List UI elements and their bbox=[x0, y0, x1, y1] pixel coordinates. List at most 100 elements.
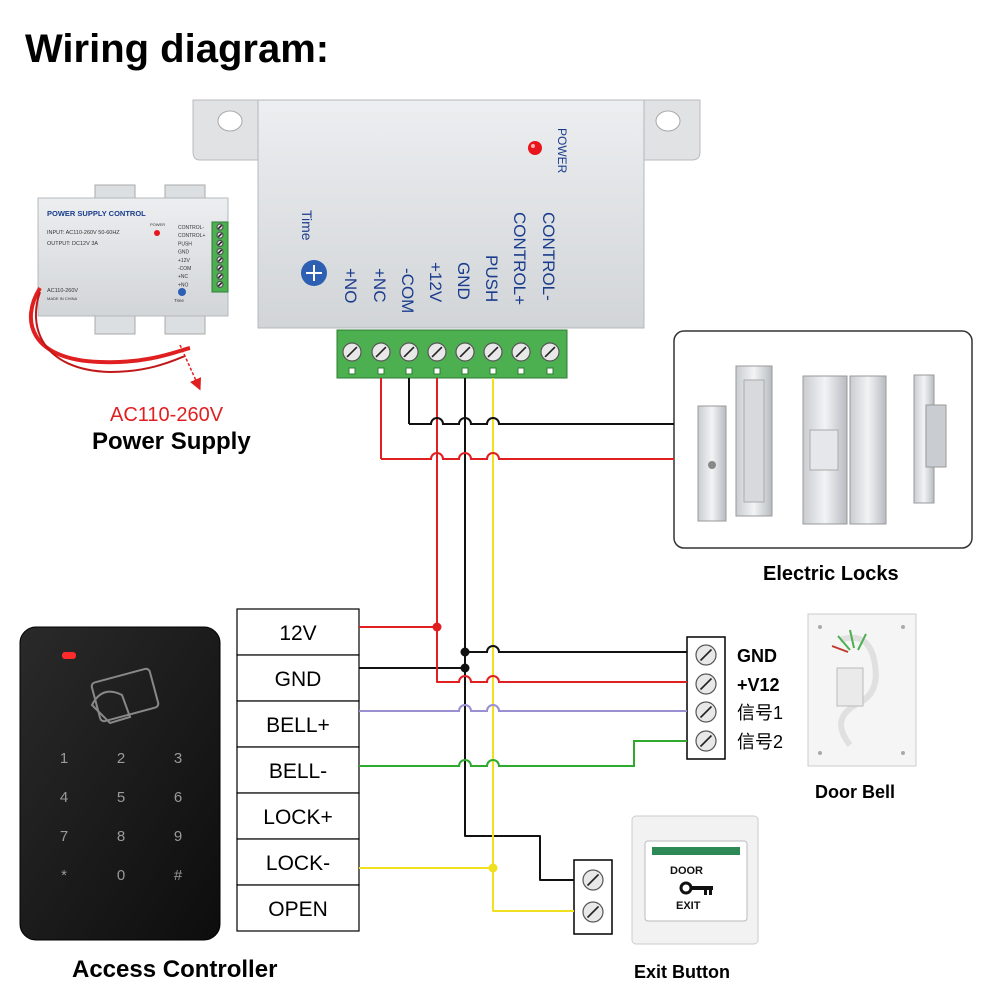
ps-terminal-screw bbox=[216, 272, 224, 280]
strike-body bbox=[925, 404, 947, 468]
electric-locks-panel bbox=[673, 330, 973, 549]
wire-lock-red bbox=[381, 452, 674, 460]
ps-power-led bbox=[154, 230, 160, 236]
main-power-led bbox=[528, 141, 542, 155]
keypad-key[interactable]: 8 bbox=[117, 828, 125, 845]
door-bell-device bbox=[807, 613, 917, 767]
keypad-key[interactable]: 0 bbox=[117, 867, 125, 884]
key-icon bbox=[679, 881, 713, 895]
wire-bell-v12 bbox=[437, 675, 687, 683]
controller-terminal-cell bbox=[236, 792, 360, 840]
main-terminal-block bbox=[336, 329, 568, 379]
bell-terminal-label: 信号2 bbox=[737, 732, 783, 752]
controller-terminal-cell bbox=[236, 838, 360, 886]
controller-terminal-label: 12V bbox=[279, 622, 316, 645]
ps-small-input: INPUT: AC110-260V 50-60HZ bbox=[47, 230, 120, 236]
bell-terminal-label: 信号1 bbox=[737, 703, 783, 723]
exit-exit-label: EXIT bbox=[676, 900, 701, 912]
keypad-key[interactable]: 5 bbox=[117, 789, 125, 806]
main-terminal-screw bbox=[455, 342, 475, 362]
wire-push-vertical bbox=[492, 378, 574, 912]
bolt-lock-plate bbox=[849, 375, 887, 525]
exit-button-terminals bbox=[573, 859, 613, 935]
main-terminal-screw bbox=[511, 342, 531, 362]
ps-terminal-label: PUSH bbox=[178, 241, 192, 247]
door-bell-caption: Door Bell bbox=[815, 782, 895, 802]
ps-terminal-screw bbox=[216, 264, 224, 272]
bell-terminal-screw bbox=[695, 701, 717, 723]
main-terminal-label: -COM bbox=[398, 268, 417, 313]
access-controller-keypad: 1 2 3 4 5 6 7 8 9 * 0 # bbox=[19, 626, 221, 941]
main-terminal-label: CONTROL+ bbox=[510, 212, 529, 305]
ps-terminal-label: GND bbox=[178, 250, 190, 256]
keypad-key[interactable]: * bbox=[61, 867, 67, 884]
ps-terminal-screw bbox=[216, 231, 224, 239]
controller-terminal-label: BELL- bbox=[269, 760, 327, 783]
keypad-key[interactable]: 4 bbox=[60, 789, 68, 806]
controller-terminal-cell bbox=[236, 746, 360, 794]
card-reader-icon bbox=[90, 667, 160, 725]
ps-terminal-label: CONTROL- bbox=[178, 225, 204, 231]
main-time-label: Time bbox=[299, 210, 315, 241]
controller-terminal-cell bbox=[236, 608, 360, 656]
wire-junction bbox=[460, 663, 470, 673]
ps-small-made: MADE IN CHINA bbox=[47, 296, 78, 301]
main-terminal-screw bbox=[342, 342, 362, 362]
controller-terminal-label: OPEN bbox=[268, 898, 328, 921]
mount-hole-left bbox=[217, 110, 243, 132]
ps-terminal-label: +NO bbox=[178, 282, 189, 288]
ps-small-title: POWER SUPPLY CONTROL bbox=[47, 209, 146, 218]
bell-terminal-screw bbox=[695, 673, 717, 695]
power-cord bbox=[28, 286, 191, 365]
wire-lock-black bbox=[409, 417, 674, 425]
electric-locks-caption: Electric Locks bbox=[763, 563, 899, 585]
controller-terminal-label: LOCK- bbox=[266, 852, 330, 875]
keypad-key[interactable]: 6 bbox=[174, 789, 182, 806]
wire-gnd-vertical bbox=[464, 378, 574, 881]
keypad-key[interactable]: 1 bbox=[60, 750, 68, 767]
controller-terminal-label: GND bbox=[275, 668, 322, 691]
exit-terminal-screw bbox=[582, 869, 604, 891]
main-terminal-labels: +NO +NC -COM +12V GND PUSH CONTROL+ CONTROL- bbox=[341, 212, 558, 313]
keypad-key[interactable]: 9 bbox=[174, 828, 182, 845]
ps-small-ac: AC110-260V bbox=[47, 288, 78, 294]
main-terminal-screw bbox=[371, 342, 391, 362]
main-terminal-label: CONTROL- bbox=[539, 212, 558, 301]
wire-bell-12v-bend bbox=[436, 627, 459, 683]
keypad-key[interactable]: 2 bbox=[117, 750, 125, 767]
exit-button-device[interactable]: DOOR EXIT bbox=[631, 815, 759, 945]
power-cord-inner bbox=[34, 291, 186, 374]
ps-terminal-screw bbox=[216, 280, 224, 288]
main-terminal-label: GND bbox=[454, 262, 473, 300]
main-terminal-screws bbox=[342, 342, 560, 375]
controller-terminal-cell bbox=[236, 654, 360, 702]
keypad-key[interactable]: # bbox=[174, 867, 183, 884]
main-terminal-label: PUSH bbox=[482, 255, 501, 302]
main-terminal-screw bbox=[427, 342, 447, 362]
main-terminal-label: +NO bbox=[341, 268, 360, 303]
ps-time-knob-icon bbox=[178, 288, 186, 296]
power-supply-caption: Power Supply bbox=[92, 428, 251, 455]
keypad-key[interactable]: 3 bbox=[174, 750, 182, 767]
main-terminal-screw bbox=[399, 342, 419, 362]
ps-terminal-screw bbox=[216, 223, 224, 231]
exit-terminal-screw bbox=[582, 901, 604, 923]
ps-terminal-label: CONTROL+ bbox=[178, 233, 205, 239]
main-terminal-screw bbox=[540, 342, 560, 362]
power-supply-unit: POWER SUPPLY CONTROL INPUT: AC110-260V 5… bbox=[37, 184, 229, 335]
ps-terminal-screw bbox=[216, 239, 224, 247]
bell-terminal-label: +V12 bbox=[737, 675, 780, 695]
power-arrow bbox=[179, 344, 202, 391]
door-bell-terminals: GND +V12 信号1 信号2 bbox=[686, 636, 783, 760]
keypad-key[interactable]: 7 bbox=[60, 828, 68, 845]
wire-junction bbox=[488, 863, 498, 873]
main-terminal-label: +NC bbox=[370, 268, 389, 302]
exit-button-caption: Exit Button bbox=[634, 962, 730, 982]
bell-terminal-label: GND bbox=[737, 646, 777, 666]
main-terminal-label: +12V bbox=[426, 262, 445, 303]
mount-hole-right bbox=[655, 110, 681, 132]
